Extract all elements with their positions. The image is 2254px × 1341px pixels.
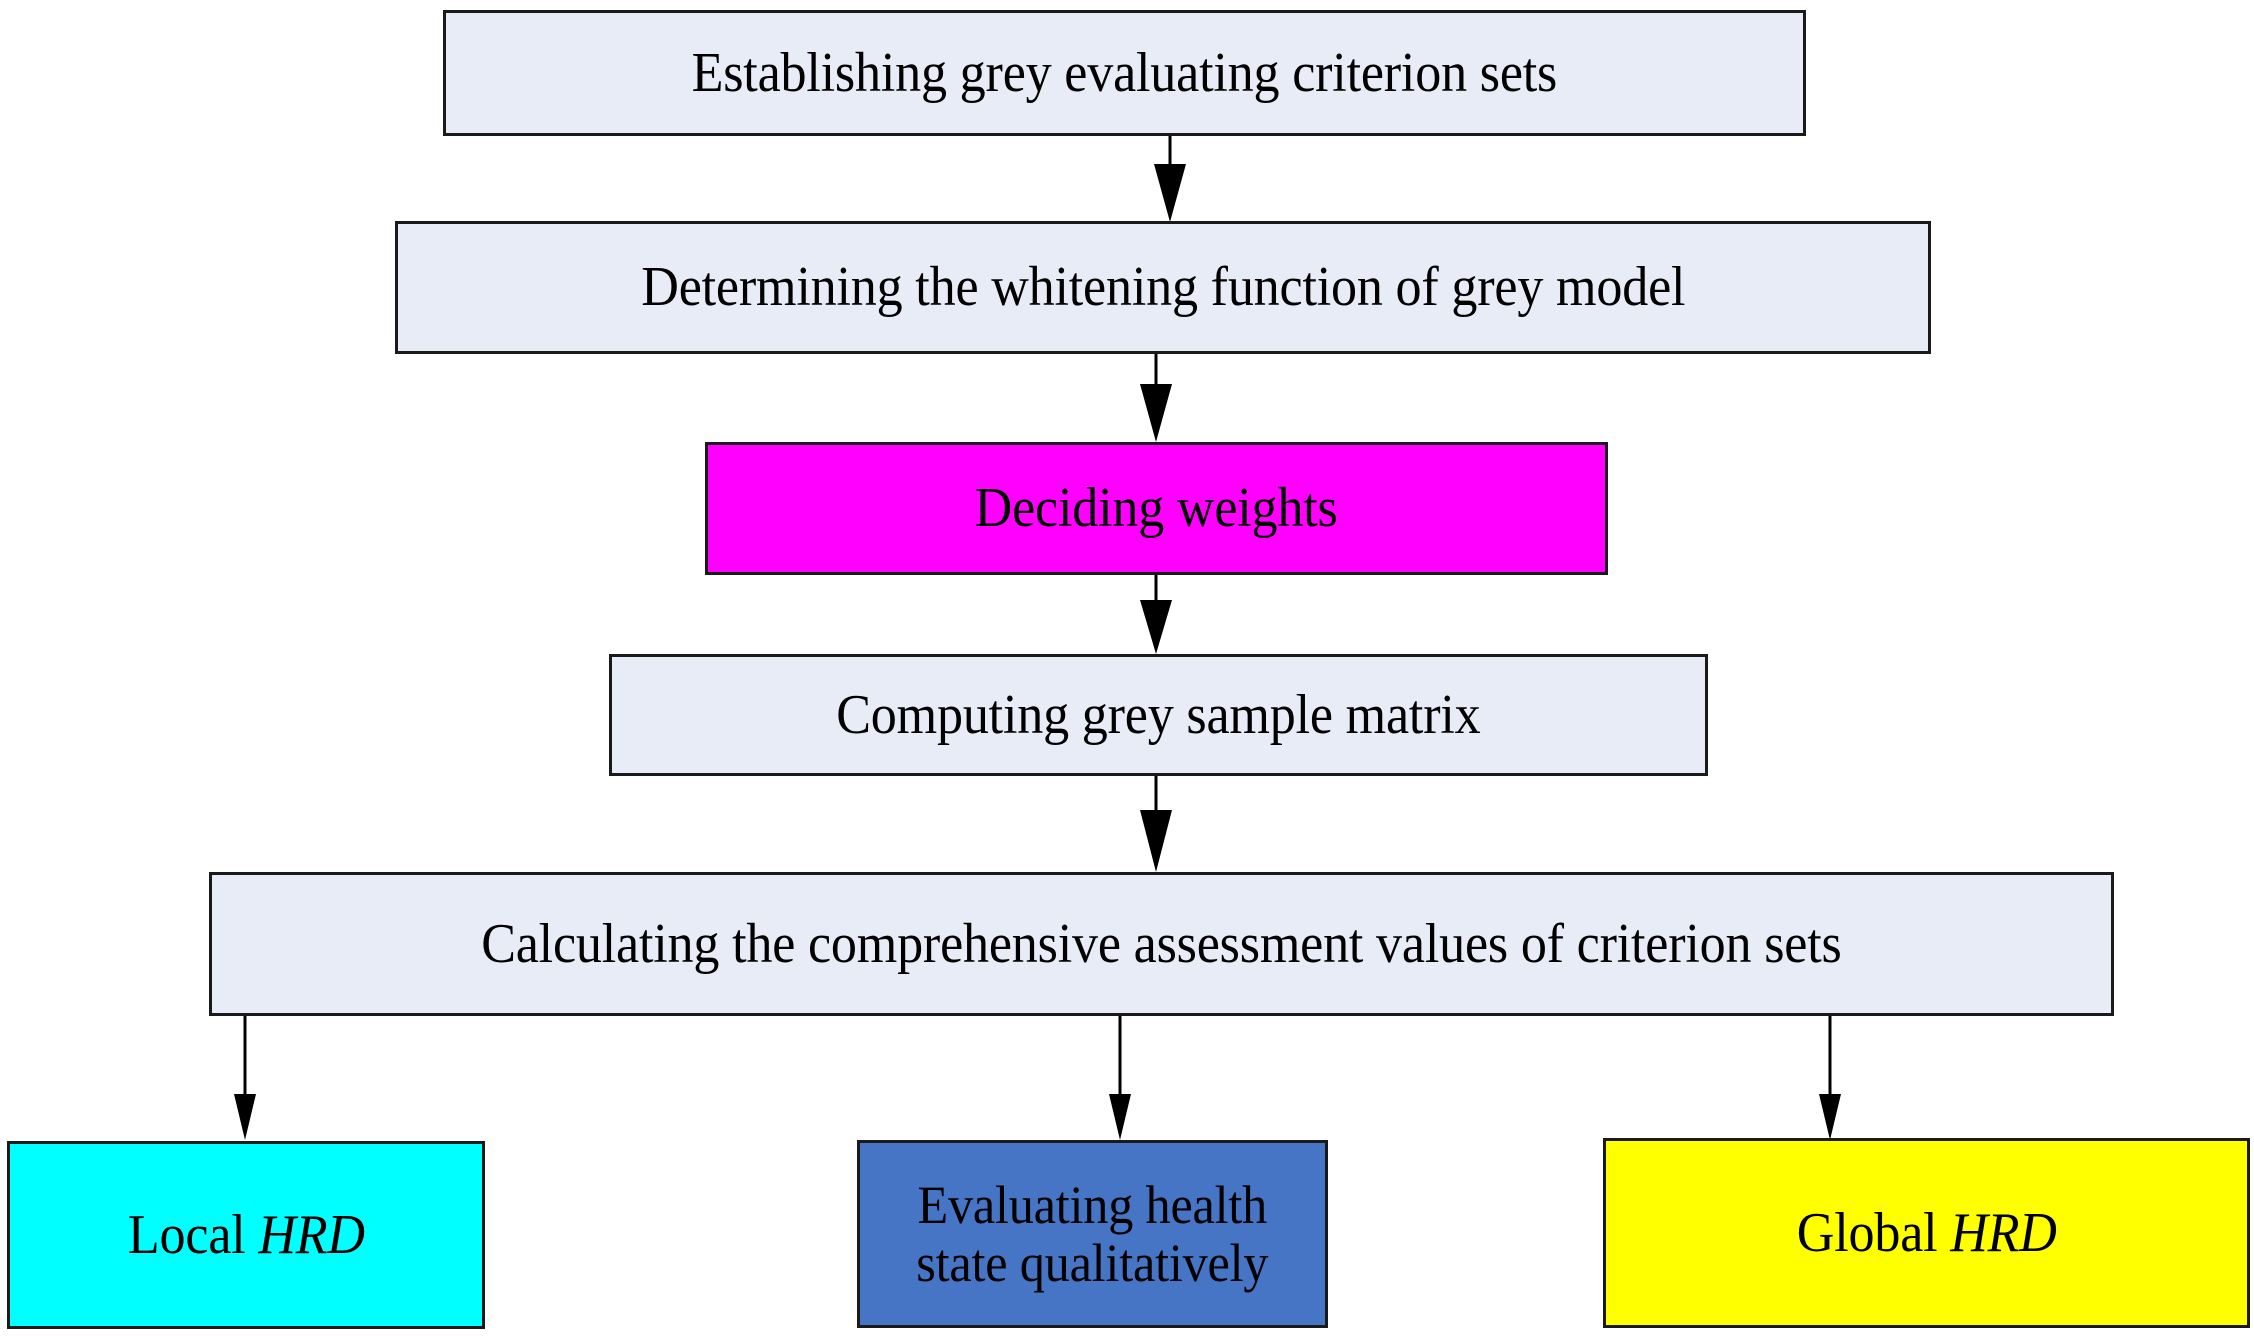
node-label-italic: HRD <box>257 1203 365 1266</box>
node-label: Computing grey sample matrix <box>836 683 1481 746</box>
node-computing-grey-sample-matrix[interactable]: Computing grey sample matrix <box>609 654 1708 776</box>
node-label: Calculating the comprehensive assessment… <box>481 912 1842 975</box>
edge-weights-to-sample-matrix <box>1140 570 1172 654</box>
node-deciding-weights[interactable]: Deciding weights <box>705 442 1608 575</box>
node-label: Deciding weights <box>975 477 1338 540</box>
edge-assessment-to-local-hrd <box>234 1012 256 1140</box>
edge-criterion-sets-to-whitening <box>1154 130 1186 222</box>
node-local-hrd[interactable]: Local HRD <box>7 1141 485 1329</box>
node-label-line-1: Evaluating health <box>917 1174 1268 1235</box>
edge-sample-matrix-to-assessment <box>1140 772 1172 872</box>
node-label: Global HRD <box>1787 1203 2066 1263</box>
edge-assessment-to-qualitative <box>1109 1012 1131 1140</box>
node-label-line-2: state qualitatively <box>916 1233 1269 1293</box>
node-establishing-grey-evaluating-criterion-sets[interactable]: Establishing grey evaluating criterion s… <box>443 10 1806 136</box>
node-label-prefix: Global <box>1796 1201 1950 1264</box>
node-determining-whitening-function[interactable]: Determining the whitening function of gr… <box>395 221 1931 354</box>
node-label: Local HRD <box>118 1205 374 1265</box>
node-label-italic: HRD <box>1949 1201 2057 1264</box>
node-label: Establishing grey evaluating criterion s… <box>691 41 1558 104</box>
edge-assessment-to-global-hrd <box>1819 1012 1841 1140</box>
node-label: Determining the whitening function of gr… <box>640 256 1685 319</box>
node-global-hrd[interactable]: Global HRD <box>1603 1138 2250 1328</box>
node-calculating-comprehensive-assessment-values[interactable]: Calculating the comprehensive assessment… <box>209 872 2114 1016</box>
edge-whitening-to-weights <box>1140 350 1172 442</box>
node-label-prefix: Local <box>127 1203 258 1266</box>
